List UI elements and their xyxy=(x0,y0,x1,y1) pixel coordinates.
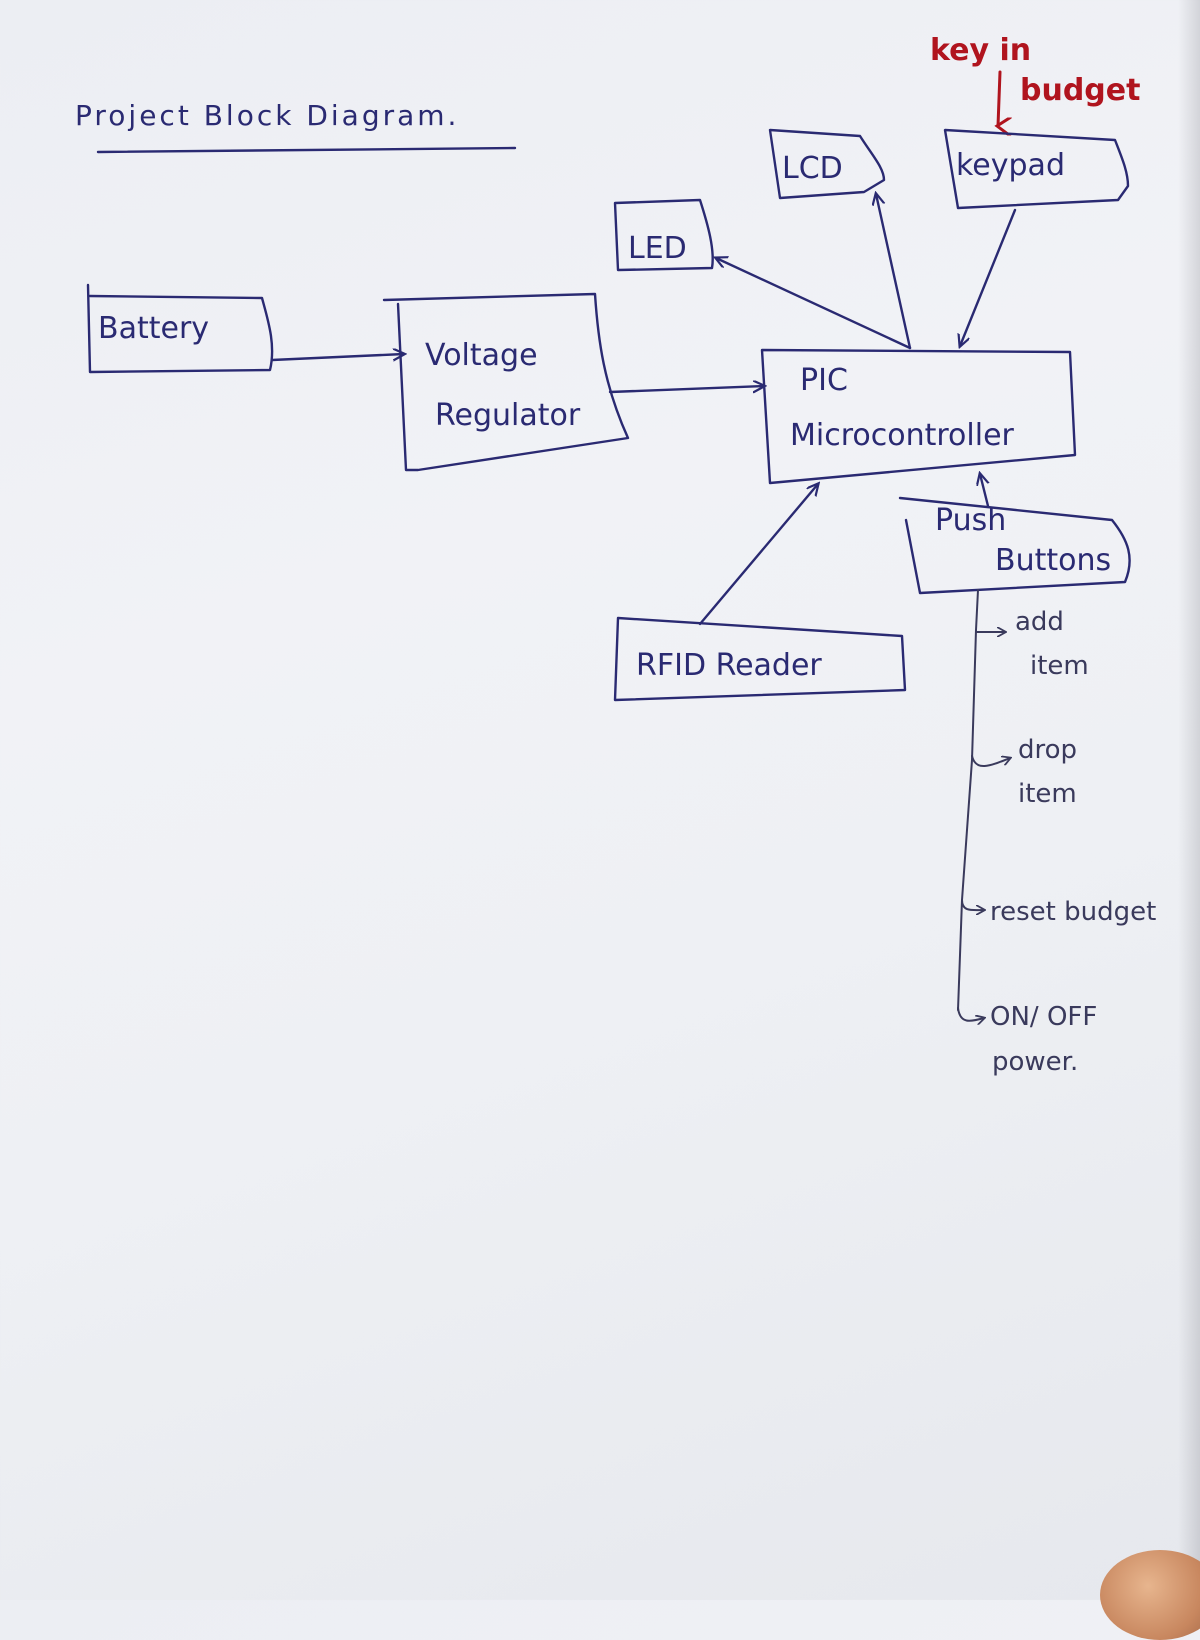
branch-on-off xyxy=(957,1007,984,1021)
arrow-regulator-to-pic xyxy=(608,386,764,392)
button-drop-item-label: item xyxy=(1018,779,1077,809)
voltage-regulator-block: Voltage Regulator xyxy=(382,292,630,472)
annotation-key-in: key in xyxy=(930,33,1031,68)
button-reset-budget-label: reset budget xyxy=(990,897,1156,927)
arrow-pushbuttons-to-pic xyxy=(980,474,988,508)
finger-tip xyxy=(1100,1550,1200,1640)
rfid-reader-block: RFID Reader xyxy=(613,616,907,702)
keypad-label: keypad xyxy=(956,148,1065,183)
branch-reset-budget xyxy=(961,899,984,910)
lcd-block: LCD xyxy=(768,128,886,200)
pic-label-2: Microcontroller xyxy=(790,418,1015,453)
push-buttons-block: Push Buttons xyxy=(898,496,1131,595)
paper-edge-shadow xyxy=(1178,0,1200,1600)
block-diagram: Project Block Diagram. key in budget Bat… xyxy=(75,33,1156,1077)
pic-label-1: PIC xyxy=(800,363,848,398)
branch-drop-item xyxy=(971,755,1010,767)
pic-microcontroller-block: PIC Microcontroller xyxy=(760,348,1077,485)
regulator-label-1: Voltage xyxy=(425,338,538,373)
button-add-label: add xyxy=(1015,607,1064,637)
arrow-battery-to-regulator xyxy=(270,354,404,360)
button-power-label: power. xyxy=(992,1047,1078,1077)
button-add-item-label: item xyxy=(1030,651,1089,681)
lcd-label: LCD xyxy=(782,151,843,186)
battery-block: Battery xyxy=(86,283,274,374)
keypad-block: keypad xyxy=(943,128,1130,210)
pushbuttons-label-1: Push xyxy=(935,503,1006,538)
arrow-pic-to-led xyxy=(716,258,912,350)
rfid-label: RFID Reader xyxy=(636,648,822,683)
button-drop-label: drop xyxy=(1018,735,1077,765)
arrow-keypad-to-pic xyxy=(960,208,1017,346)
annotation-arrow xyxy=(998,70,1000,126)
arrow-rfid-to-pic xyxy=(698,484,818,626)
led-label: LED xyxy=(628,231,687,266)
buttons-branch-line xyxy=(957,589,979,1011)
annotation-budget: budget xyxy=(1020,73,1140,108)
title-underline xyxy=(96,146,517,154)
regulator-label-2: Regulator xyxy=(435,398,581,433)
battery-label: Battery xyxy=(98,311,209,346)
diagram-title: Project Block Diagram. xyxy=(75,99,459,132)
pushbuttons-label-2: Buttons xyxy=(995,543,1111,578)
arrow-pic-to-lcd xyxy=(876,194,912,350)
led-block: LED xyxy=(613,198,714,272)
button-on-off-label: ON/ OFF xyxy=(990,1002,1097,1032)
